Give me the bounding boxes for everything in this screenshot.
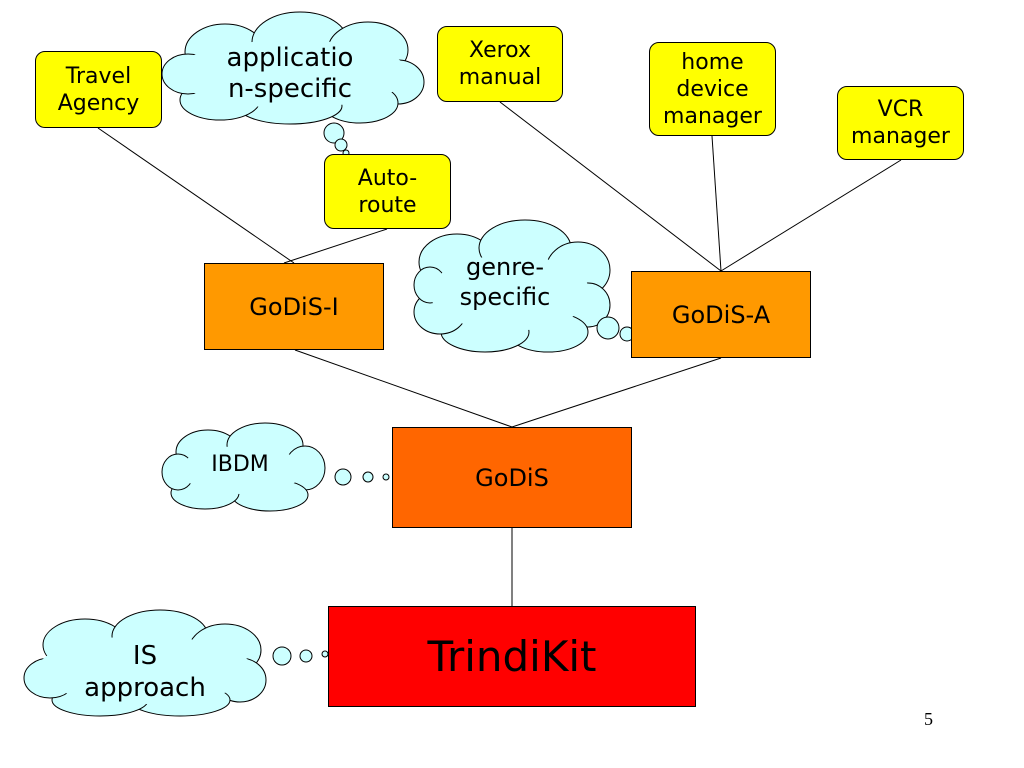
cloud-label-genre-specific: genre- specific [459, 253, 551, 311]
node-godis-a: GoDiS-A [631, 271, 811, 358]
cloud-ibdm [161, 422, 390, 512]
edge-godis-i-to-godis [294, 349, 513, 428]
edge-vcr-to-godis-a [720, 159, 902, 272]
cloud-genre-specific [413, 219, 643, 353]
node-godis-i: GoDiS-I [204, 263, 384, 350]
cloud-application-specific [161, 11, 425, 157]
node-xerox-manual: Xerox manual [437, 26, 563, 102]
cloud-is-approach [23, 609, 329, 717]
cloud-label-is-approach: IS approach [84, 641, 206, 703]
node-trindikit: TrindiKit [328, 606, 696, 707]
edge-home-to-godis-a [711, 135, 722, 272]
node-auto-route: Auto- route [324, 154, 451, 229]
node-godis: GoDiS [392, 427, 632, 528]
node-home-device-manager: home device manager [649, 42, 776, 136]
page-number: 5 [924, 709, 933, 729]
cloud-label-application-specific: applicatio n-specific [226, 43, 354, 104]
node-vcr-manager: VCR manager [837, 86, 964, 160]
edge-xerox-to-godis-a [499, 101, 722, 272]
edge-autoroute-to-godis-i [283, 228, 388, 264]
edge-travel-to-godis-i [97, 127, 295, 264]
node-travel-agency: Travel Agency [35, 51, 162, 128]
edge-godis-a-to-godis [511, 357, 722, 428]
cloud-label-ibdm: IBDM [211, 452, 269, 477]
